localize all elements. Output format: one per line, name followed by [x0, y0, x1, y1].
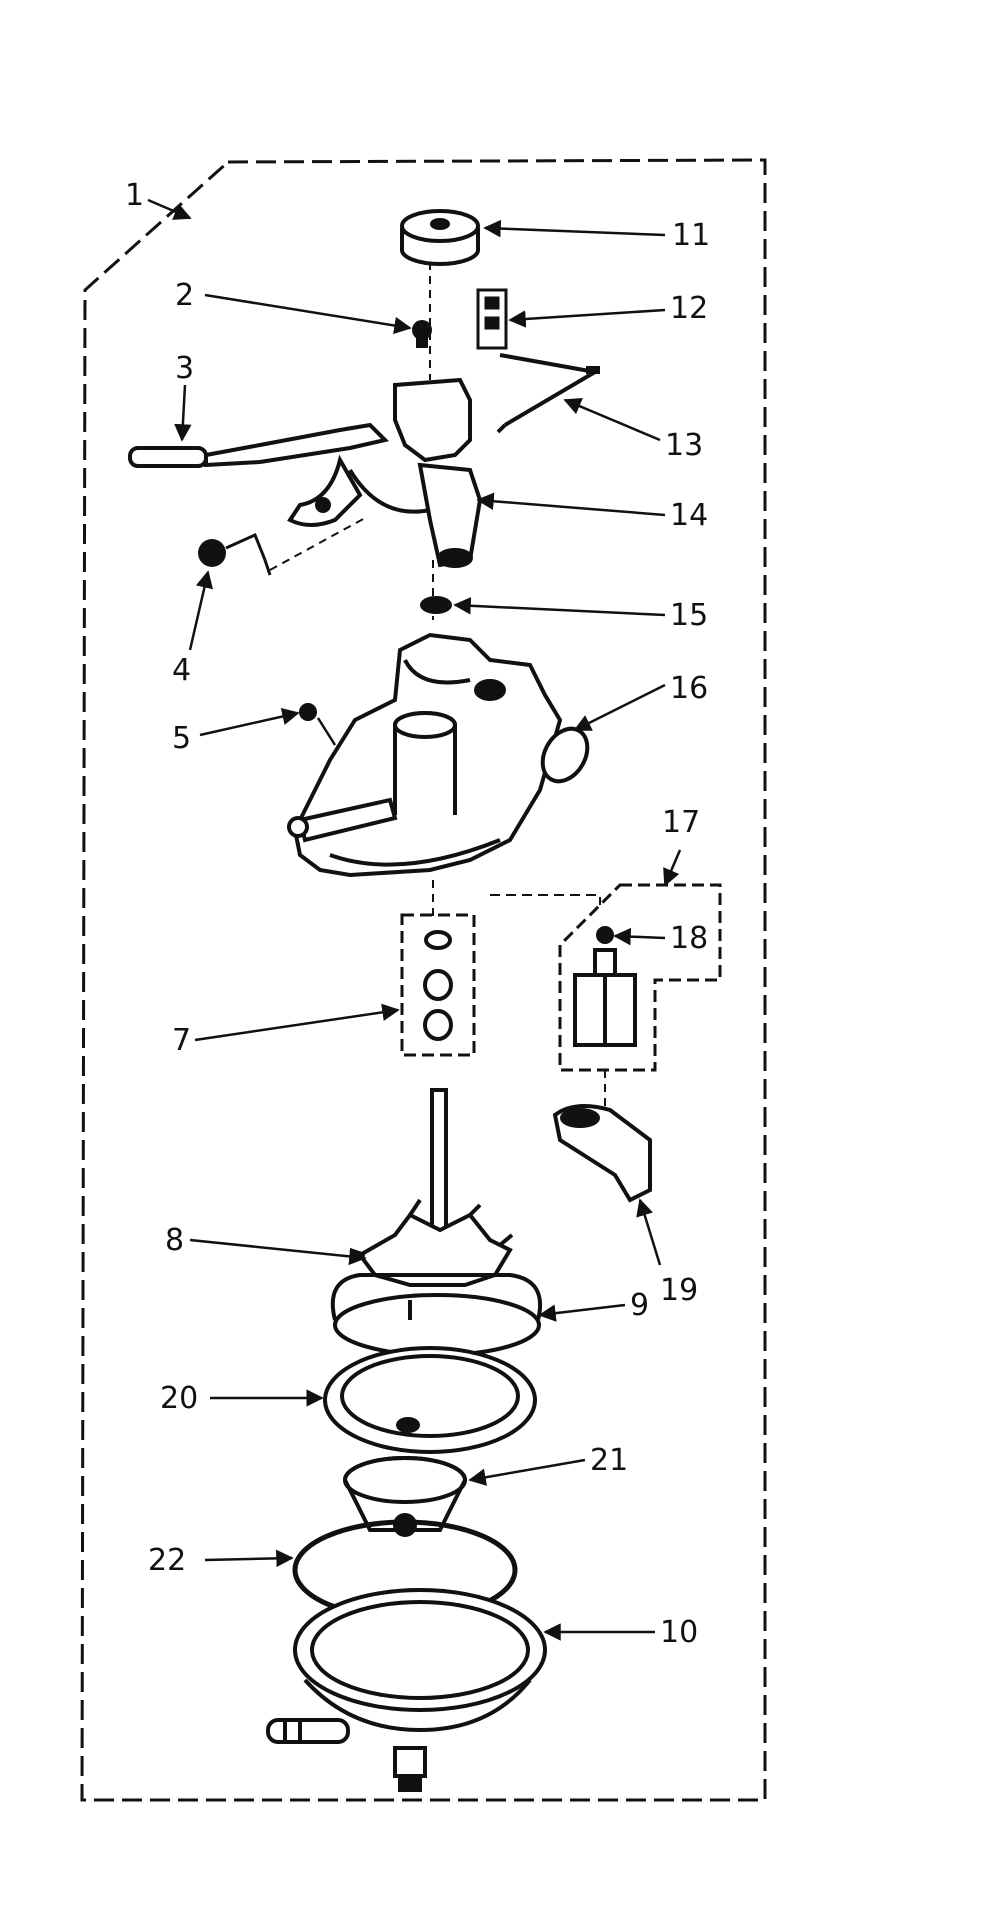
leader-15: [453, 597, 666, 617]
callout-1: 1: [125, 178, 144, 213]
pump-base-part: [266, 1588, 547, 1792]
nut-part: [412, 320, 432, 348]
leader-4: [188, 570, 213, 651]
callout-19: 19: [660, 1273, 698, 1308]
screw-part: [299, 703, 317, 721]
callout-21: 21: [590, 1443, 628, 1478]
callout-4: 4: [172, 653, 191, 688]
leader-8: [189, 1238, 367, 1266]
housing-part: [287, 632, 590, 878]
callout-20: 20: [160, 1381, 198, 1416]
callout-22: 22: [148, 1543, 186, 1578]
assembly-boundary: [80, 158, 767, 1802]
callout-13: 13: [665, 428, 703, 463]
bracket-link-line: [490, 894, 601, 905]
leader-21: [468, 1458, 586, 1486]
callout-16: 16: [670, 671, 708, 706]
callout-12: 12: [670, 291, 708, 326]
callout-18: 18: [670, 921, 708, 956]
leader-lines: [147, 198, 682, 1641]
callout-7: 7: [172, 1023, 191, 1058]
lever-dash-link: [269, 517, 366, 571]
leader-3: [174, 384, 192, 442]
callout-9: 9: [630, 1288, 649, 1323]
callout-5: 5: [172, 721, 191, 756]
shaft-agitator-part: [349, 1088, 514, 1287]
callout-15: 15: [670, 598, 708, 633]
bushing-group-box: [400, 913, 476, 1057]
pulley-part: [400, 209, 480, 266]
callout-11: 11: [672, 218, 710, 253]
wire-link-part: [496, 353, 597, 434]
leader-5b: [316, 717, 337, 746]
spring-part: [198, 532, 272, 576]
diaphragm-part: [323, 1346, 537, 1454]
cam-part: [552, 1104, 652, 1203]
leader-13: [563, 398, 661, 442]
leader-12: [508, 308, 666, 328]
leader-5: [199, 707, 300, 737]
leader-18: [613, 927, 666, 946]
leader-17: [663, 849, 682, 887]
bracket-group-box: [558, 883, 722, 1072]
clip-part: [573, 926, 637, 1047]
leader-2: [204, 293, 412, 335]
callout-17: 17: [662, 805, 700, 840]
leader-16: [573, 683, 666, 732]
leader-9: [538, 1303, 626, 1322]
leader-14: [476, 492, 666, 517]
leader-19: [636, 1198, 662, 1266]
leader-1: [147, 198, 192, 220]
callout-2: 2: [175, 278, 194, 313]
callout-labels: 1 2 3 4 5 7 8 9 10 11 12 13 14 15 16 17 …: [125, 178, 710, 1650]
bushing-part: [423, 930, 453, 1041]
callout-3: 3: [175, 351, 194, 386]
bracket-part: [476, 288, 508, 350]
callout-8: 8: [165, 1223, 184, 1258]
wire-clip: [586, 366, 600, 374]
callout-10: 10: [660, 1615, 698, 1650]
leader-22: [204, 1549, 294, 1568]
leader-7: [194, 1003, 400, 1042]
callout-14: 14: [670, 498, 708, 533]
leader-11: [483, 219, 666, 238]
lever-arm-part: [128, 377, 483, 568]
washer-part: [420, 596, 452, 614]
